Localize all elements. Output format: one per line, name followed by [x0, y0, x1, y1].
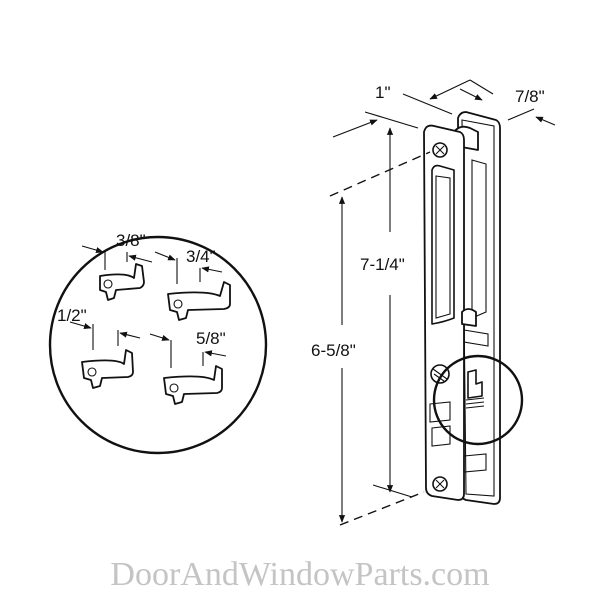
- bottom-screw-icon: [432, 476, 448, 492]
- depth-dimension-label: 7/8": [515, 87, 545, 106]
- latch-highlight-circle: [432, 354, 524, 446]
- detail-circle-outline: [48, 235, 268, 455]
- front-plate: [423, 124, 465, 501]
- hook-3-8: [99, 263, 145, 301]
- hook-label-1-2: 1/2": [57, 306, 87, 325]
- top-screw-icon: [432, 142, 448, 158]
- hook-1-2: [81, 349, 134, 389]
- width-dimension-label: 1": [375, 83, 391, 102]
- handle-dimension-lines: [329, 79, 556, 526]
- hook-3-4: [167, 281, 231, 321]
- handle-assembly: [423, 111, 524, 505]
- hole-spacing-label: 6-5/8": [311, 341, 356, 360]
- overall-height-label: 7-1/4": [360, 255, 405, 274]
- hook-detail-circle: 3/8" 3/4" 1/2" 5/8": [48, 231, 268, 455]
- hook-label-5-8: 5/8": [196, 329, 226, 348]
- watermark: DoorAndWindowParts.com: [110, 556, 490, 593]
- finger-pull: [431, 164, 455, 325]
- hook-dimension-lines: [69, 245, 227, 368]
- hook-5-8: [163, 365, 223, 405]
- hook-label-3-4: 3/4": [186, 247, 216, 266]
- hook-label-3-8: 3/8": [116, 231, 146, 250]
